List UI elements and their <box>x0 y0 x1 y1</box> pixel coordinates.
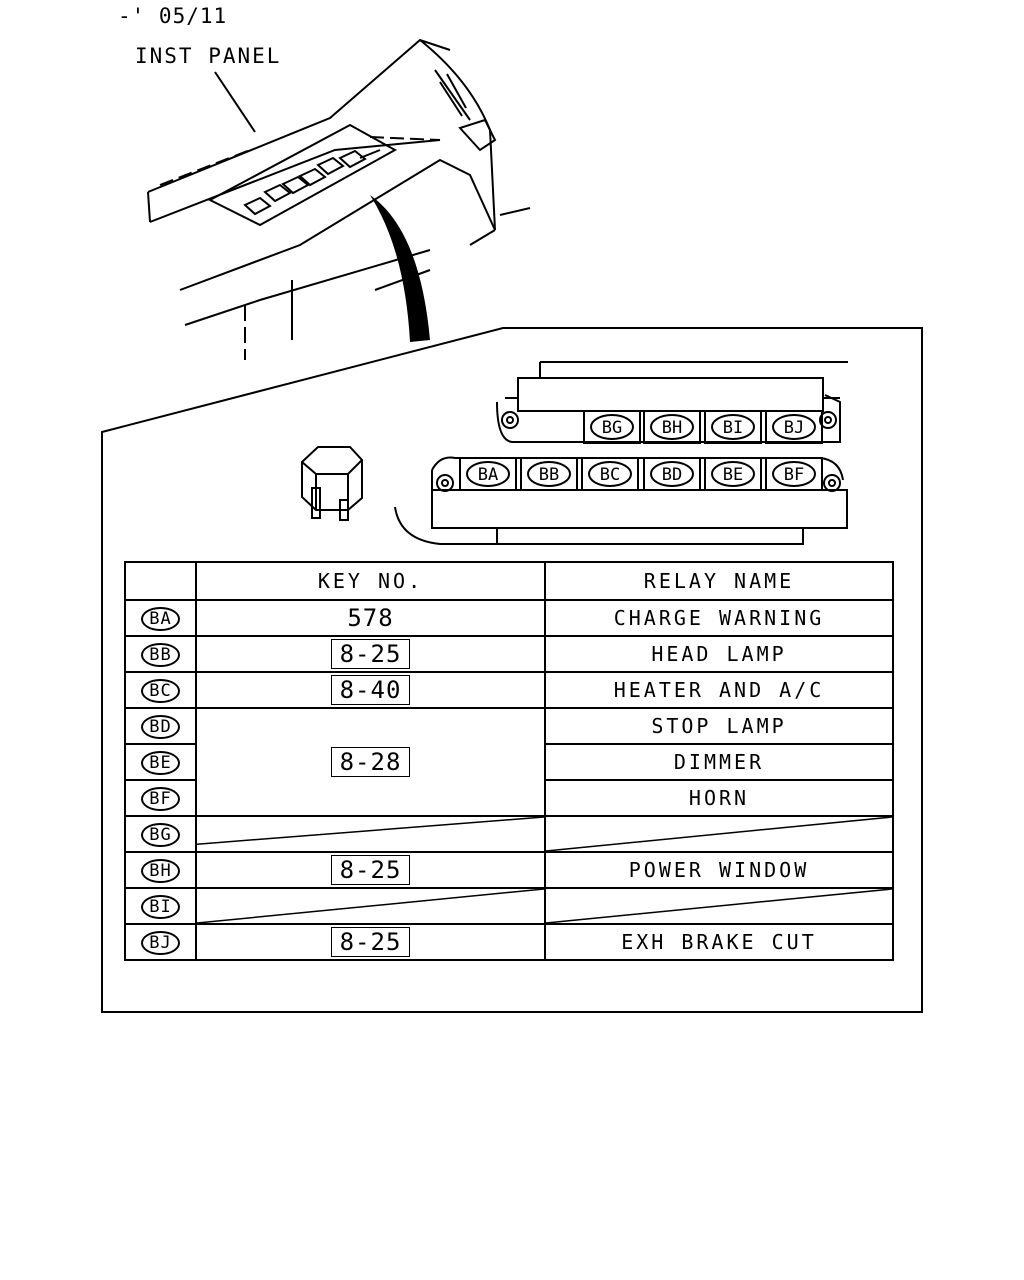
key-no: 8-28 <box>330 747 411 777</box>
relay-name: HEAD LAMP <box>544 635 894 673</box>
row-code: BI <box>141 895 180 919</box>
header-code <box>124 561 197 601</box>
empty-key-cell <box>195 887 546 925</box>
table-row: BI <box>124 887 894 925</box>
row-code: BA <box>141 607 180 631</box>
conn-label-bc: BC <box>600 465 620 485</box>
row-code: BF <box>141 787 180 811</box>
row-code: BD <box>141 715 180 739</box>
conn-label-be: BE <box>723 465 743 485</box>
table-row: BF HORN <box>124 779 894 817</box>
table-row: BJ 8-25 EXH BRAKE CUT <box>124 923 894 961</box>
relay-name: HORN <box>544 779 894 817</box>
table-row: BB 8-25 HEAD LAMP <box>124 635 894 673</box>
row-code: BB <box>141 643 180 667</box>
conn-label-ba: BA <box>478 465 498 485</box>
relay-unit <box>301 446 363 521</box>
table-row: BG <box>124 815 894 853</box>
empty-key-cell <box>195 815 546 853</box>
key-no: 8-25 <box>330 855 411 885</box>
relay-name: EXH BRAKE CUT <box>544 923 894 961</box>
table-row: BD 8-28 STOP LAMP <box>124 707 894 817</box>
table-row: BA 578 CHARGE WARNING <box>124 599 894 637</box>
relay-block <box>394 361 848 545</box>
table-row: BC 8-40 HEATER AND A/C <box>124 671 894 709</box>
table-header: KEY NO. RELAY NAME <box>124 561 894 601</box>
relay-name: STOP LAMP <box>544 707 894 745</box>
relay-name: POWER WINDOW <box>544 851 894 889</box>
inst-panel-label: INST PANEL <box>135 44 282 68</box>
conn-label-bi: BI <box>723 418 743 438</box>
header-key-no: KEY NO. <box>195 561 546 601</box>
key-no: 8-25 <box>330 639 411 669</box>
relay-name: CHARGE WARNING <box>544 599 894 637</box>
relay-table: KEY NO. RELAY NAME BA 578 CHARGE WARNING… <box>124 561 894 961</box>
table-row: BE DIMMER <box>124 743 894 781</box>
row-code: BG <box>141 823 180 847</box>
row-code: BH <box>141 859 180 883</box>
conn-label-bf: BF <box>784 465 804 485</box>
conn-label-bb: BB <box>539 465 559 485</box>
empty-relay-cell <box>544 887 894 925</box>
key-no: 8-25 <box>330 927 411 957</box>
empty-relay-cell <box>544 815 894 853</box>
header-relay-name: RELAY NAME <box>544 561 894 601</box>
relay-name: HEATER AND A/C <box>544 671 894 709</box>
row-code: BC <box>141 679 180 703</box>
conn-label-bg: BG <box>602 418 622 438</box>
key-no: 578 <box>347 604 394 632</box>
table-row: BH 8-25 POWER WINDOW <box>124 851 894 889</box>
conn-label-bd: BD <box>662 465 682 485</box>
row-code: BE <box>141 751 180 775</box>
key-no: 8-40 <box>330 675 411 705</box>
row-code: BJ <box>141 931 180 955</box>
conn-label-bh: BH <box>662 418 682 438</box>
date-code: -' 05/11 <box>118 4 228 28</box>
relay-name: DIMMER <box>544 743 894 781</box>
conn-label-bj: BJ <box>784 418 804 438</box>
